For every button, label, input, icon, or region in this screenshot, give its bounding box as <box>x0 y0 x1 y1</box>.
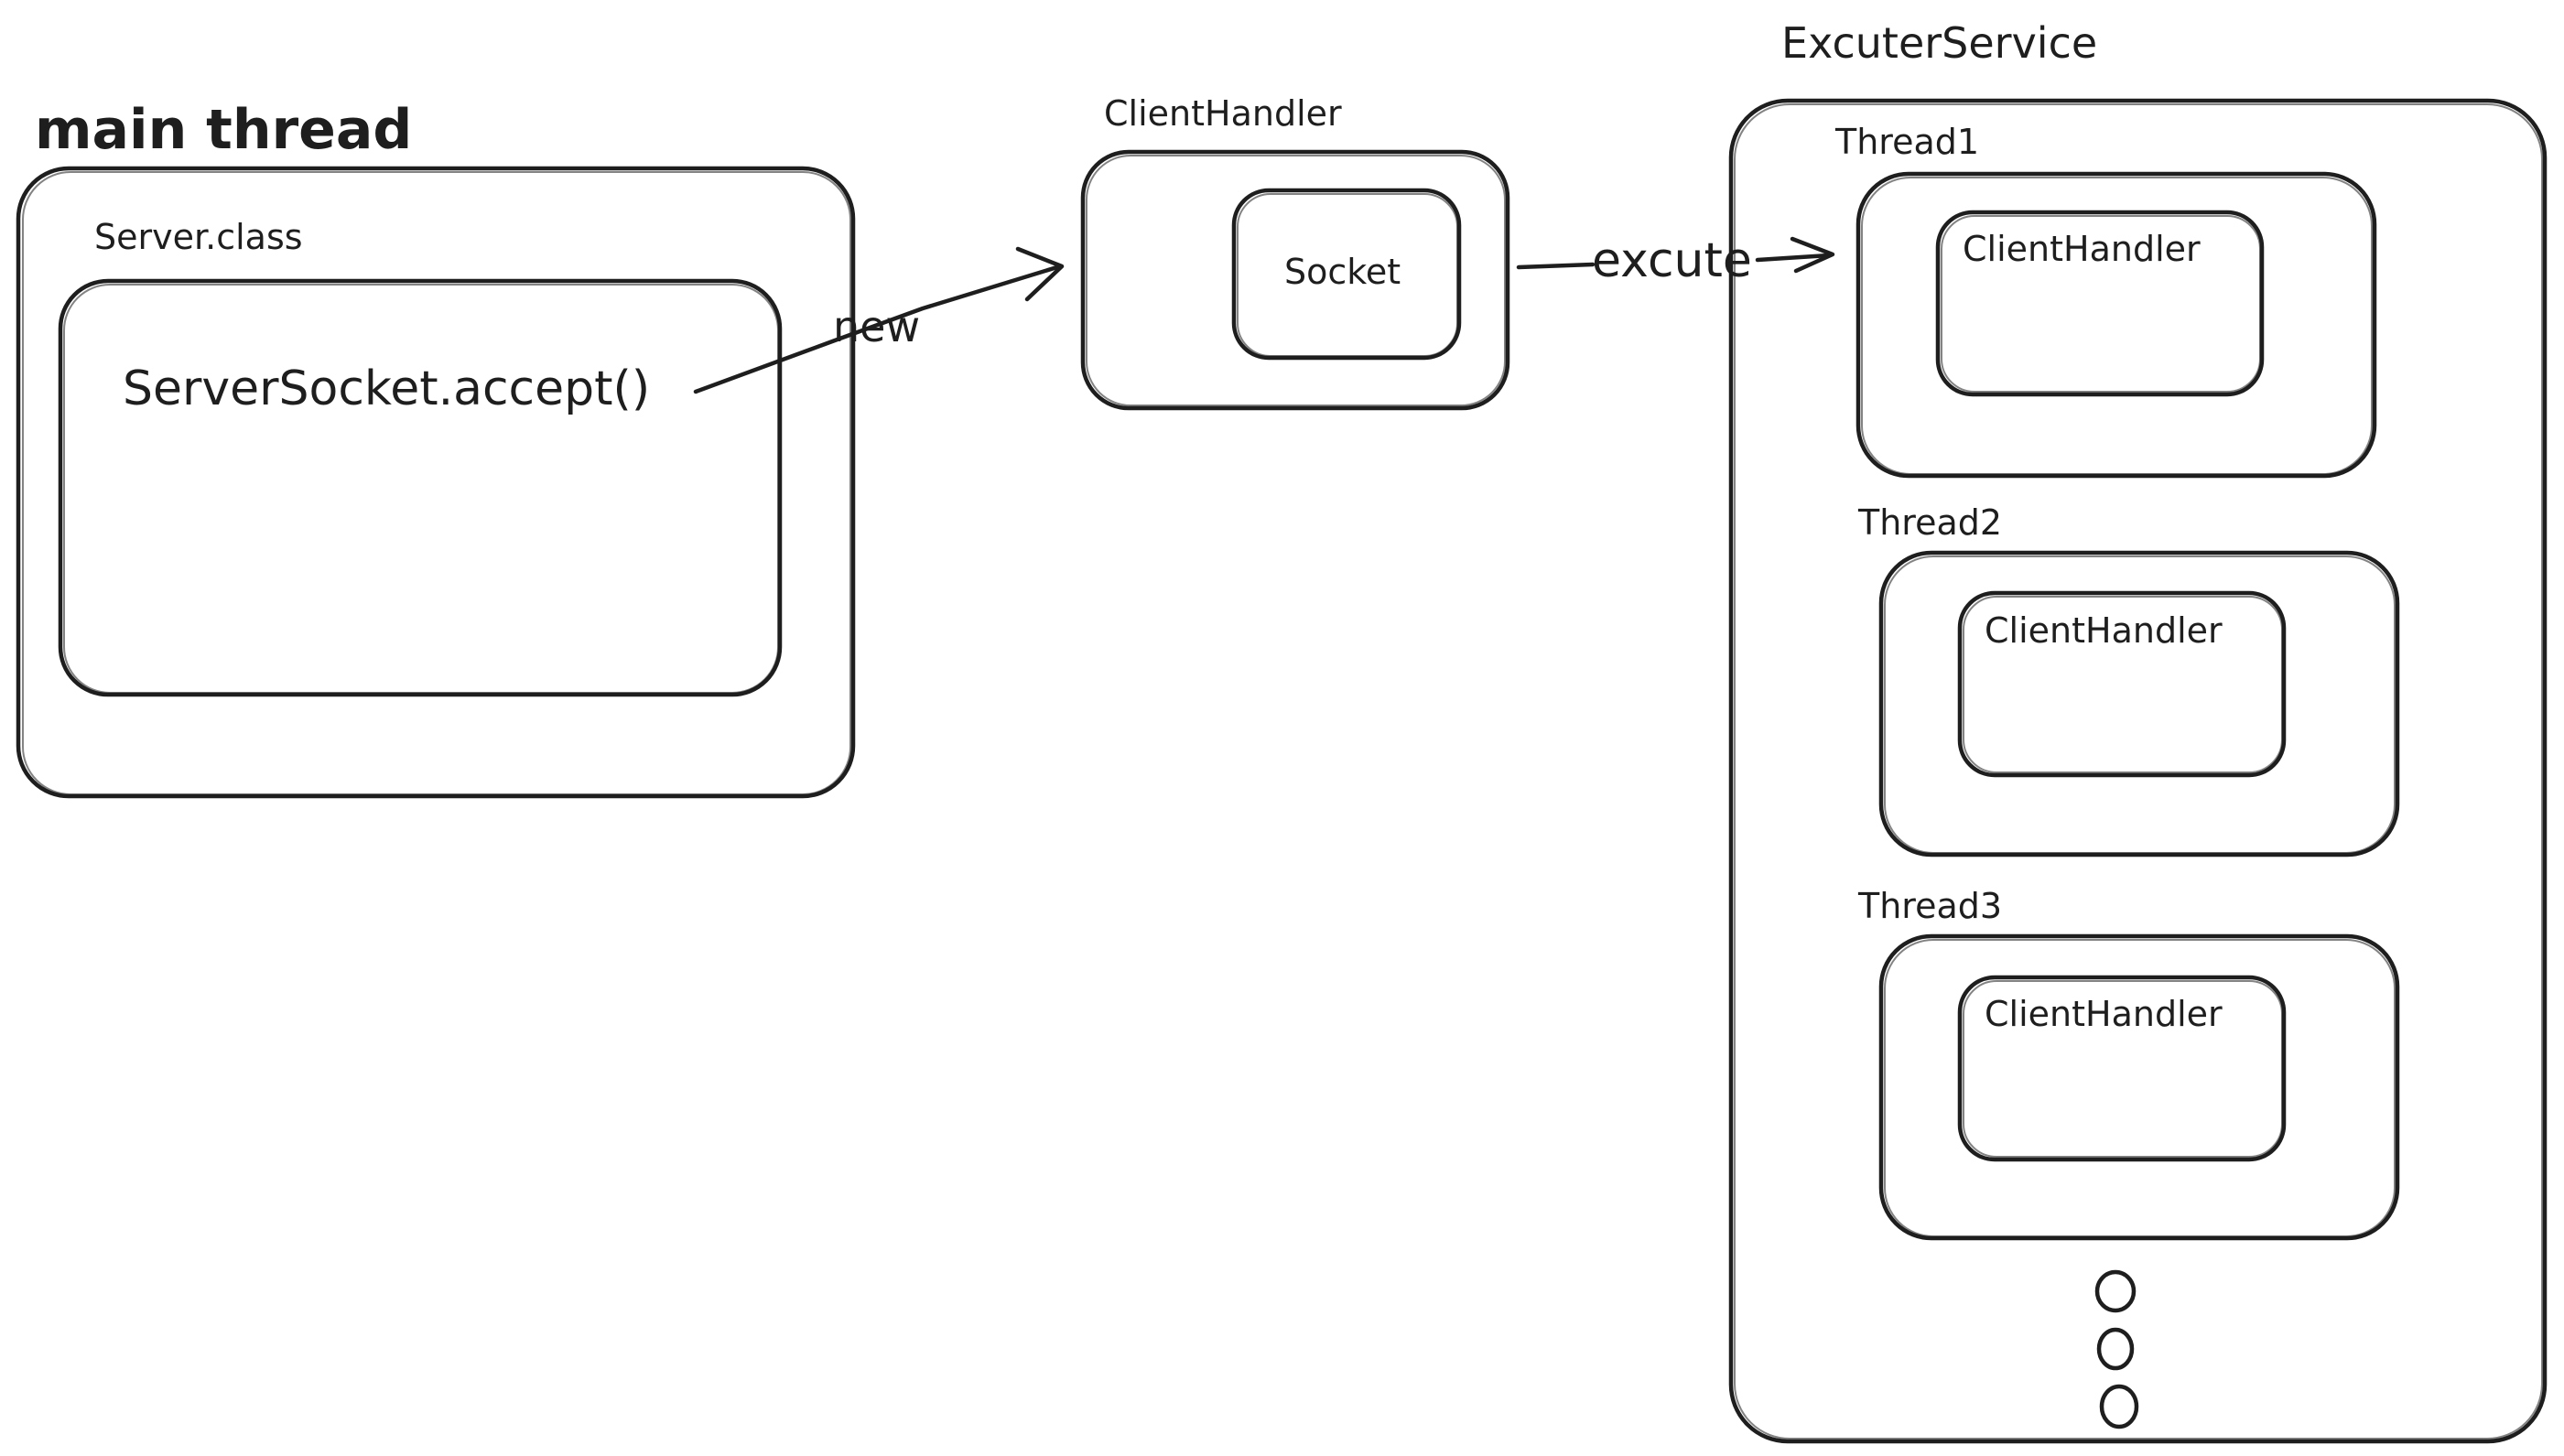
client-handler-label: ClientHandler <box>1985 994 2223 1034</box>
thread-card: Thread1 ClientHandler <box>1834 122 2377 479</box>
execute-line-left <box>1516 262 1596 270</box>
execute-edge: excute <box>1516 233 1835 288</box>
ellipsis-dot-icon <box>2094 1269 2137 1313</box>
client-handler-box <box>1957 975 2287 1162</box>
ellipsis-dot-icon <box>2099 1384 2139 1429</box>
client-handler-label: ClientHandler <box>1963 229 2201 269</box>
thread-box <box>1878 550 2400 857</box>
socket-label: Socket <box>1284 252 1401 292</box>
executor-service-title: ExcuterService <box>1781 18 2097 68</box>
client-handler-box <box>1957 590 2287 778</box>
execute-edge-label: excute <box>1592 233 1752 288</box>
socket-box <box>1231 188 1462 361</box>
accept-call-label: ServerSocket.accept() <box>123 361 650 416</box>
new-arrow-line <box>693 264 1063 394</box>
thread-label: Thread3 <box>1857 886 2002 926</box>
thread-label: Thread2 <box>1857 502 2002 543</box>
thread-box <box>1878 933 2400 1241</box>
new-arrowhead <box>1015 246 1065 302</box>
execute-line-right <box>1755 253 1832 263</box>
client-handler-group: ClientHandler Socket <box>1080 93 1510 411</box>
ellipsis-vertical-icon <box>2094 1269 2139 1429</box>
thread-card: Thread2 ClientHandler <box>1857 502 2400 857</box>
client-handler-box <box>1935 210 2265 397</box>
new-edge-label: new <box>833 302 920 351</box>
thread-label: Thread1 <box>1834 122 1979 162</box>
thread-box <box>1855 171 2377 479</box>
execute-arrowhead <box>1790 236 1835 274</box>
main-thread-box <box>16 166 856 799</box>
executor-service-box <box>1728 98 2548 1444</box>
main-thread-group: main thread Server.class ServerSocket.ac… <box>16 98 856 799</box>
thread-card: Thread3 ClientHandler <box>1857 886 2400 1241</box>
client-handler-label: ClientHandler <box>1985 610 2223 651</box>
client-handler-box <box>1080 149 1510 411</box>
server-class-label: Server.class <box>94 217 303 257</box>
main-thread-title: main thread <box>35 98 412 162</box>
client-handler-title: ClientHandler <box>1104 93 1342 134</box>
executor-service-group: ExcuterService Thread1 ClientHandler Thr… <box>1728 18 2548 1444</box>
new-edge: new <box>693 246 1065 394</box>
server-class-box <box>58 278 783 697</box>
ellipsis-dot-icon <box>2096 1327 2135 1371</box>
